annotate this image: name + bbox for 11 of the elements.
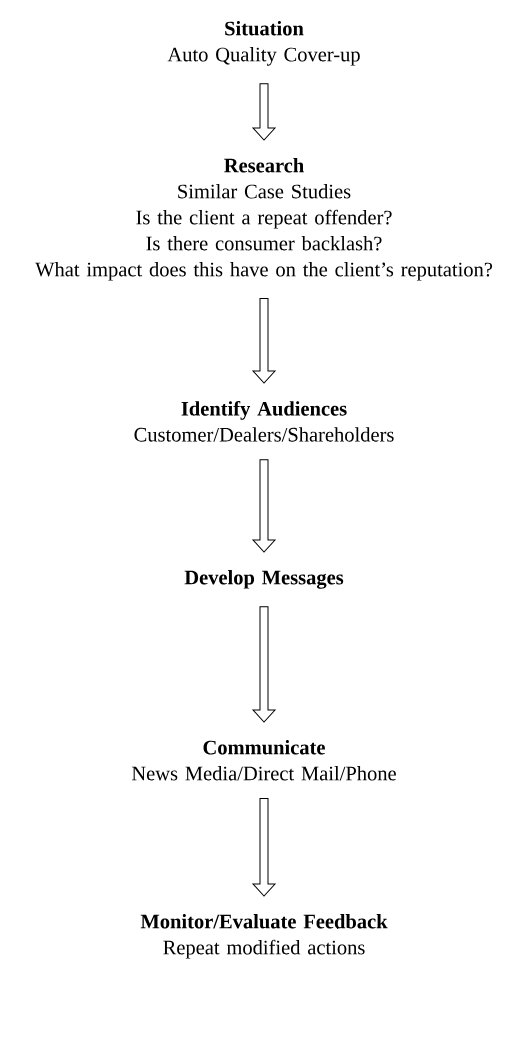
- step-text: Communicate News Media/Direct Mail/Phone: [131, 740, 396, 781]
- arrow: [252, 797, 276, 897]
- arrow: [252, 606, 276, 723]
- arrow: [252, 298, 276, 384]
- arrow: [252, 83, 276, 141]
- step-text: Research Similar Case Studies Is the client a repeat offender? Is there consumer backlash? What impact does this have on the client’s reputation?: [35, 158, 493, 281]
- step-text: Develop Messages: [184, 570, 344, 589]
- step-text: Situation Auto Quality Cover-up: [167, 21, 360, 66]
- step-text: Identify Audiences Customer/Dealers/Shareholders: [134, 401, 394, 442]
- step-text: Monitor/Evaluate Feedback Repeat modified actions: [140, 914, 388, 959]
- arrow: [252, 459, 276, 553]
